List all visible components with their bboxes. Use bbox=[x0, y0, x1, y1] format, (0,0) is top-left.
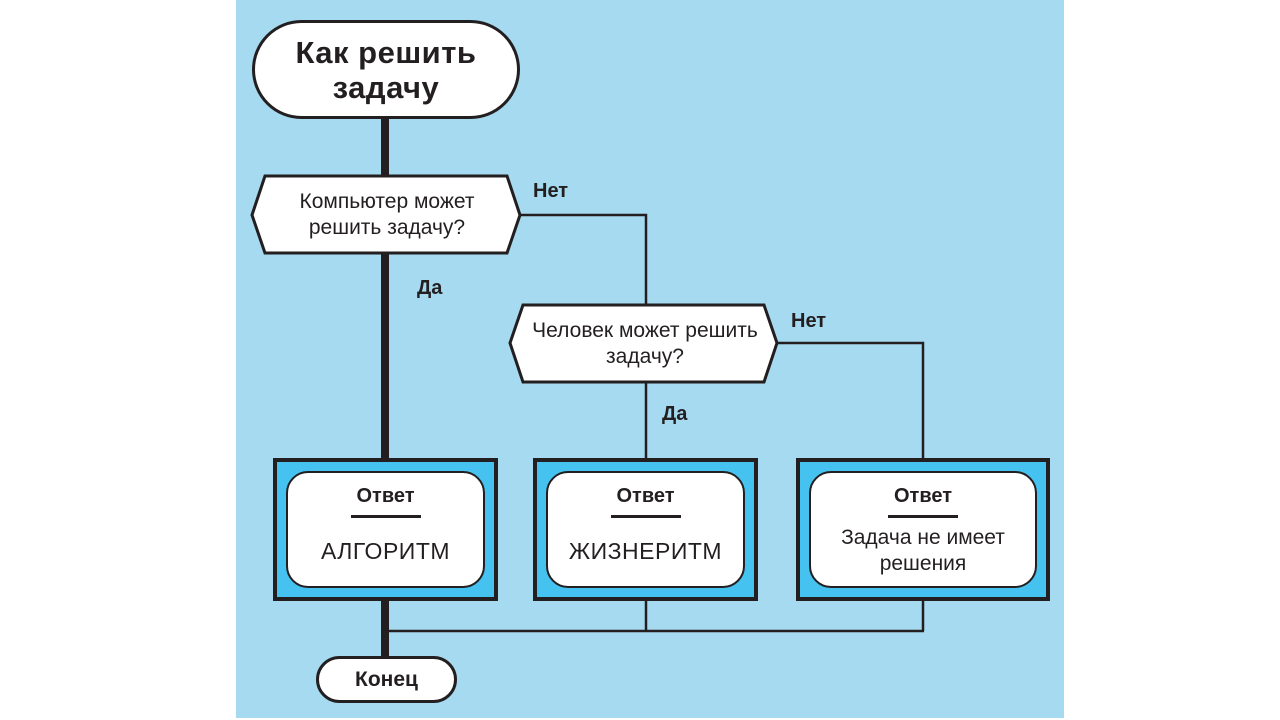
heading-underline bbox=[888, 515, 958, 518]
start-terminator: Как решить задачу bbox=[252, 20, 520, 119]
decision-2-question: Человек может решить задачу? bbox=[532, 319, 758, 368]
decision-2-yes-label: Да bbox=[662, 403, 688, 425]
answer-text: ЖИЗНЕРИТМ bbox=[568, 537, 723, 564]
decision-2-shape bbox=[508, 303, 779, 384]
answer-text: Задача не имеет решения bbox=[841, 525, 1005, 575]
answer-heading: Ответ bbox=[356, 485, 415, 507]
decision-1-shape bbox=[250, 174, 522, 255]
answer-box-lifethm: Ответ ЖИЗНЕРИТМ bbox=[533, 458, 758, 601]
answer-box-no-solution: Ответ Задача не имеет решения bbox=[796, 458, 1050, 601]
end-label: Конец bbox=[355, 667, 418, 691]
answer-card: Ответ ЖИЗНЕРИТМ bbox=[546, 471, 745, 588]
decision-2-no-label: Нет bbox=[791, 310, 827, 332]
answer-text: АЛГОРИТМ bbox=[320, 537, 451, 564]
decision-1-question: Компьютер может решить задачу? bbox=[299, 190, 475, 239]
heading-underline bbox=[350, 515, 421, 518]
end-terminator: Конец bbox=[316, 656, 457, 703]
decision-1-yes-label: Да bbox=[417, 277, 443, 299]
answer-heading: Ответ bbox=[893, 485, 953, 507]
decision-1-no-label: Нет bbox=[533, 180, 569, 202]
start-label: Как решить задачу bbox=[295, 34, 477, 105]
answer-card: Ответ АЛГОРИТМ bbox=[286, 471, 485, 588]
connector-decision2-no bbox=[777, 341, 925, 459]
answer-box-algorithm: Ответ АЛГОРИТМ bbox=[273, 458, 498, 601]
answer-heading: Ответ bbox=[616, 485, 675, 507]
answer-card: Ответ Задача не имеет решения bbox=[809, 471, 1037, 588]
heading-underline bbox=[610, 515, 681, 518]
connector-decision1-no bbox=[520, 213, 648, 305]
